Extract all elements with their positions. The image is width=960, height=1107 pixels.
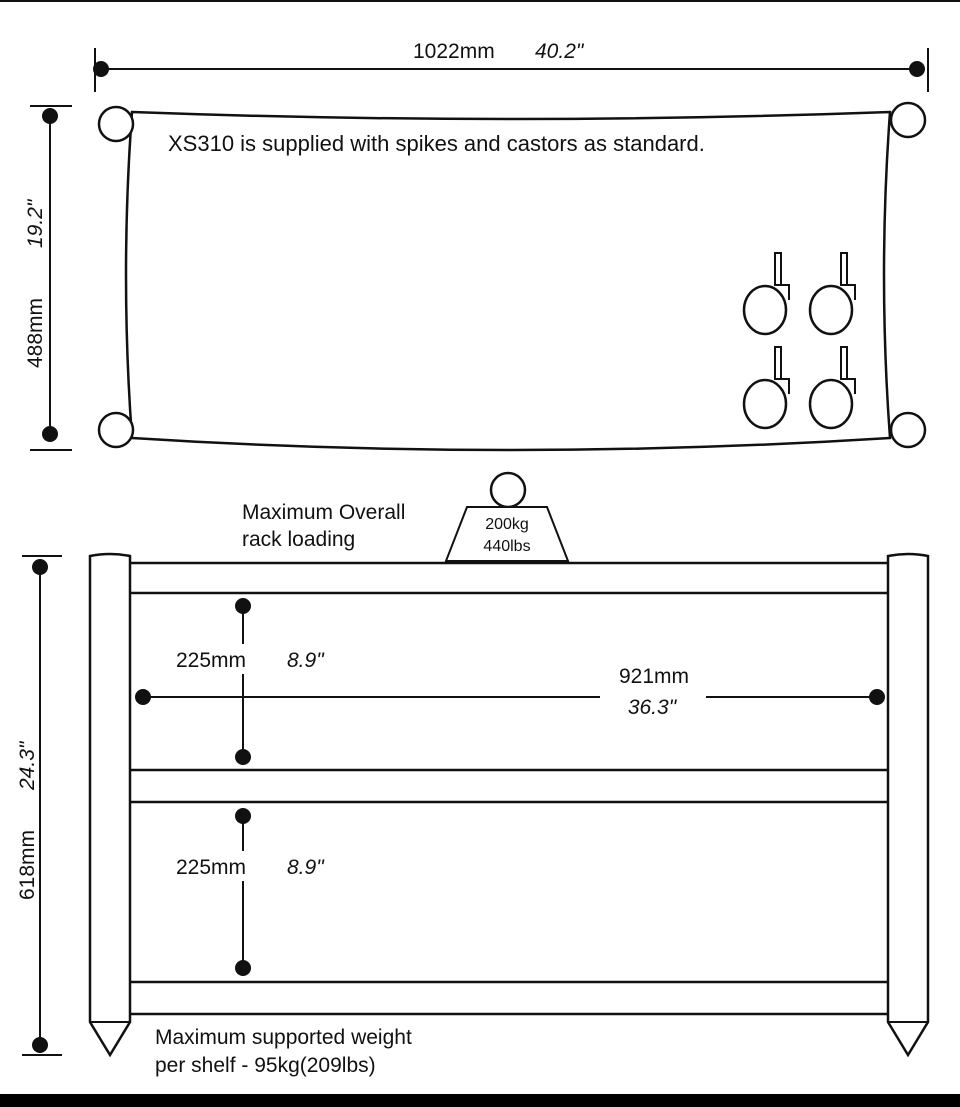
shelf-gap-mm-label: 225mm [176,856,246,879]
left-leg [88,552,132,1058]
max-shelf-weight-label: Maximum supported weight [155,1026,412,1049]
shelf [130,768,888,804]
max-loading-label: rack loading [242,528,355,551]
depth-mm-label: 488mm [24,298,47,368]
weight-lbs-label: 440lbs [483,538,530,555]
dimension-dot [42,426,58,442]
height-inch-label: 24.3" [16,740,39,791]
height-mm-label: 618mm [16,830,39,900]
dimension-dot [869,689,885,705]
castor-icon [808,346,856,430]
max-loading-label: Maximum Overall [242,501,405,524]
dimension-dot [32,559,48,575]
shelf-gap-dimension [235,808,251,976]
depth-inch-label: 19.2" [24,198,47,248]
weight-icon [444,471,570,562]
castor-icon [742,346,790,430]
dimension-dot [93,61,109,77]
shelf [130,561,888,595]
supply-note: XS310 is supplied with spikes and castor… [168,131,705,156]
inner-width-dimension [135,689,885,705]
shelf-top-outline [124,110,892,452]
dimension-dot [235,749,251,765]
corner-foot [97,105,135,143]
width-inch-label: 40.2" [535,40,585,63]
corner-foot [97,411,135,449]
bottom-bar [0,1094,960,1107]
dimension-dot [32,1037,48,1053]
inner-width-mm-label: 921mm [619,665,689,688]
shelf-gap-dimension [235,598,251,765]
castor-icon [808,252,856,336]
top-view: 1022mm 40.2" 488mm 19.2" XS310 is suppli… [24,40,929,452]
width-mm-label: 1022mm [413,40,495,63]
shelf-gap-inch-label: 8.9" [287,649,325,672]
shelf-gap-mm-label: 225mm [176,649,246,672]
weight-kg-label: 200kg [485,516,529,533]
width-dimension [93,48,929,92]
corner-foot [889,411,927,449]
dimension-dot [235,960,251,976]
dimension-dot [235,598,251,614]
dimension-dot [909,61,925,77]
corner-foot [889,101,927,139]
inner-width-inch-label: 36.3" [628,696,678,719]
height-dimension [22,555,62,1056]
dimension-dot [235,808,251,824]
dimension-dot [135,689,151,705]
dimension-dot [42,108,58,124]
shelf-gap-inch-label: 8.9" [287,856,325,879]
castor-icon [742,252,790,336]
depth-dimension [30,105,72,451]
max-shelf-weight-label: per shelf - 95kg(209lbs) [155,1054,376,1077]
front-view: 200kg 440lbs Maximum Overall rack loadin… [16,471,930,1077]
right-leg [886,552,930,1058]
shelf [130,980,888,1016]
